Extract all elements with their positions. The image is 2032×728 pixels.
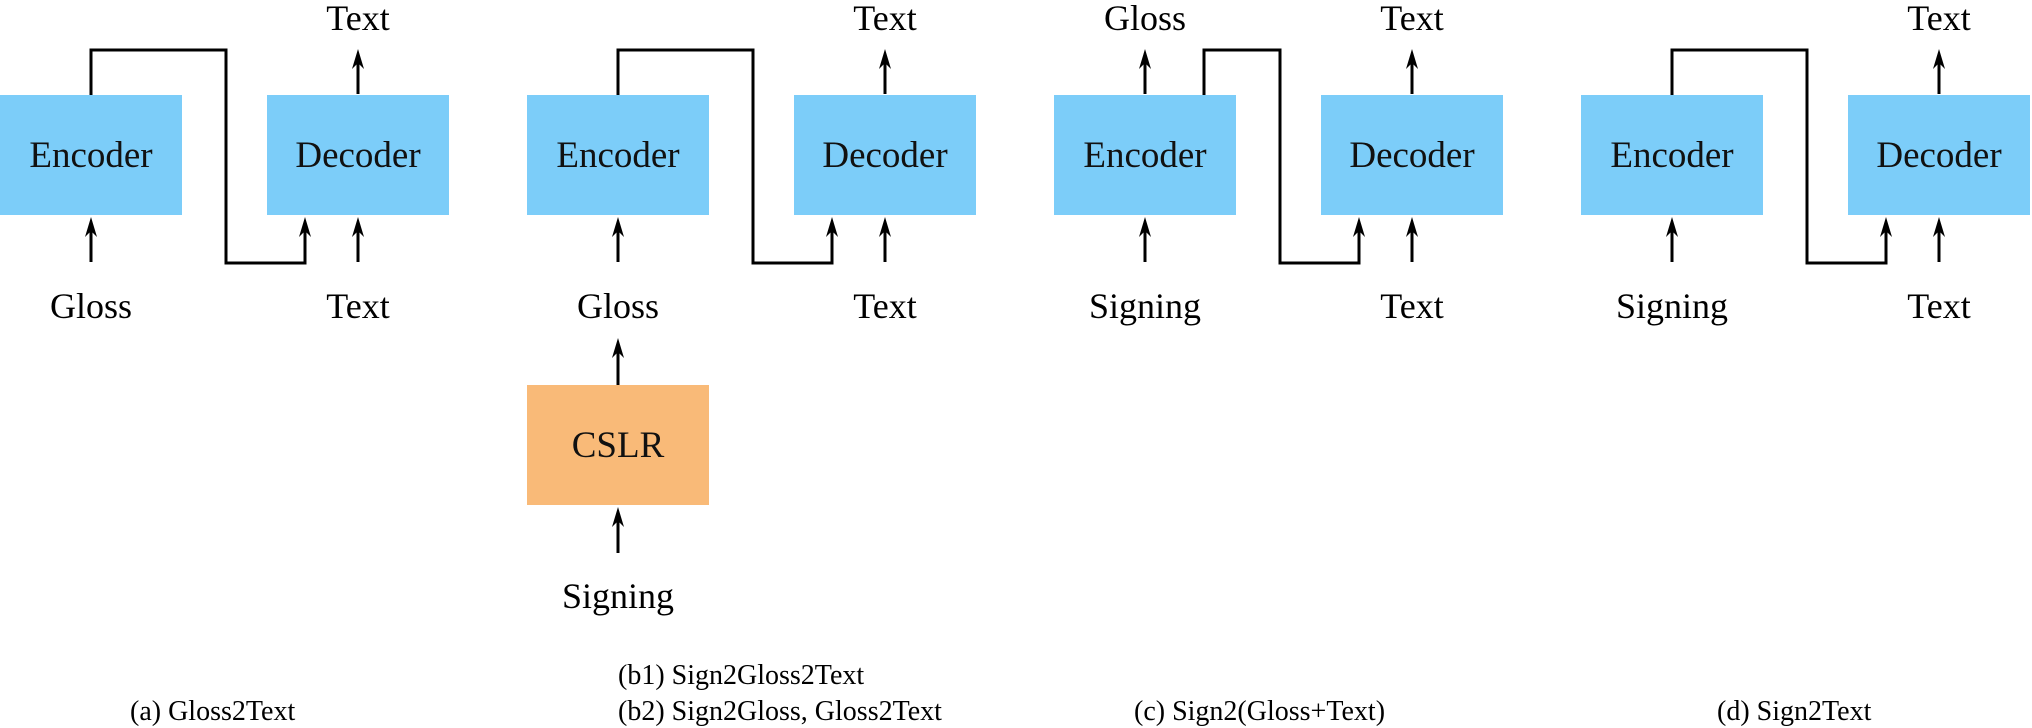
decoder-output-arrow-c — [1406, 49, 1418, 94]
decoder-memory-arrow-d — [1880, 217, 1892, 237]
decoder-input-label-d: Text — [1907, 286, 1971, 326]
encoder-block-d: Encoder — [1581, 95, 1763, 215]
decoder-input-arrow-a — [352, 217, 364, 262]
encoder-input-label-a: Gloss — [49, 286, 133, 326]
decoder-input-arrow-c — [1406, 217, 1418, 262]
encoder-decoder-wire-c — [1202, 48, 1361, 265]
decoder-output-arrow-b — [879, 49, 891, 94]
decoder-block-d: Decoder — [1848, 95, 2030, 215]
encoder-input-arrow-d — [1666, 217, 1678, 262]
encoder-decoder-wire-b — [616, 48, 834, 265]
encoder-block-c: Encoder — [1054, 95, 1236, 215]
decoder-block-c: Decoder — [1321, 95, 1503, 215]
encoder-output-arrow-c — [1139, 49, 1151, 94]
encoder-block-b: Encoder — [527, 95, 709, 215]
encoder-decoder-wire-d — [1670, 48, 1888, 265]
decoder-output-label-a: Text — [326, 0, 390, 38]
encoder-input-label-d: Signing — [1615, 286, 1729, 326]
decoder-input-arrow-d — [1933, 217, 1945, 262]
encoder-input-arrow-a — [85, 217, 97, 262]
cslr-input-label: Signing — [561, 576, 675, 616]
decoder-input-label-a: Text — [326, 286, 390, 326]
encoder-output-label-c: Gloss — [1103, 0, 1187, 38]
encoder-decoder-wire-a — [89, 48, 307, 265]
decoder-memory-arrow-c — [1353, 217, 1365, 237]
caption-b1: (b1) Sign2Gloss2Text — [618, 660, 865, 691]
encoder-input-arrow-b — [612, 217, 624, 262]
decoder-output-arrow-a — [352, 49, 364, 94]
decoder-input-arrow-b — [879, 217, 891, 262]
decoder-output-arrow-d — [1933, 49, 1945, 94]
caption-c: (c) Sign2(Gloss+Text) — [1134, 696, 1386, 727]
encoder-input-label-b: Gloss — [576, 286, 660, 326]
decoder-block-a: Decoder — [267, 95, 449, 215]
decoder-block-b: Decoder — [794, 95, 976, 215]
caption-a: (a) Gloss2Text — [130, 696, 296, 727]
decoder-input-label-b: Text — [853, 286, 917, 326]
caption-d: (d) Sign2Text — [1717, 696, 1872, 727]
decoder-memory-arrow-a — [299, 217, 311, 237]
decoder-output-label-d: Text — [1907, 0, 1971, 38]
encoder-input-arrow-c — [1139, 217, 1151, 262]
decoder-memory-arrow-b — [826, 217, 838, 237]
decoder-output-label-c: Text — [1380, 0, 1444, 38]
encoder-block-a: Encoder — [0, 95, 182, 215]
encoder-input-label-c: Signing — [1088, 286, 1202, 326]
decoder-output-label-b: Text — [853, 0, 917, 38]
cslr-block: CSLR — [527, 385, 709, 505]
cslr-input-arrow — [612, 507, 624, 553]
caption-b2: (b2) Sign2Gloss, Gloss2Text — [618, 696, 942, 727]
decoder-input-label-c: Text — [1380, 286, 1444, 326]
cslr-output-arrow — [612, 338, 624, 385]
